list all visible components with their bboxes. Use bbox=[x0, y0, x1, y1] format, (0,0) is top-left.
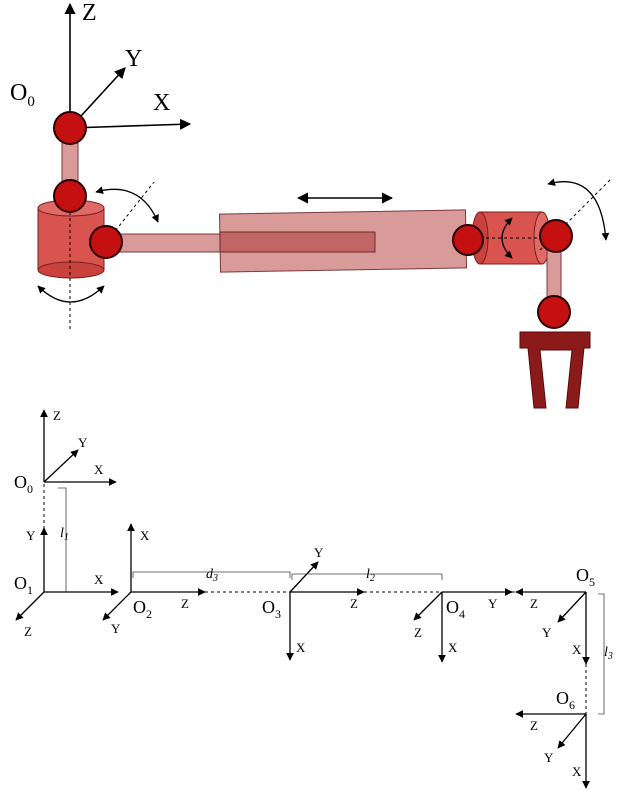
joint-o0 bbox=[53, 111, 87, 145]
l2-label: l2 bbox=[366, 567, 375, 584]
o5-z-label: Z bbox=[530, 596, 538, 611]
y-label: Y bbox=[125, 46, 142, 72]
o6-origin-label: O6 bbox=[556, 688, 575, 712]
origin-o0-label: O0 bbox=[10, 80, 35, 110]
o3-x-label: X bbox=[296, 640, 306, 655]
o3-origin-label: O3 bbox=[262, 597, 281, 621]
l3-label: l3 bbox=[604, 645, 613, 662]
d3-dimension bbox=[132, 571, 291, 578]
o4-z-axis bbox=[413, 591, 443, 621]
o0-y-label: Y bbox=[78, 435, 88, 450]
base-frame-axes: Z Y X O0 bbox=[10, 0, 192, 130]
o2-x-label: X bbox=[140, 528, 150, 543]
wrist-pitch-arrow bbox=[547, 178, 610, 241]
base-rotation-arrow bbox=[37, 285, 105, 303]
d3-label: d3 bbox=[206, 567, 218, 584]
o1-origin-label: O1 bbox=[14, 573, 33, 597]
wrist-roll-arrow bbox=[501, 217, 513, 259]
o6-z-label: Z bbox=[530, 718, 538, 733]
o3-y-label: Y bbox=[314, 545, 324, 560]
frame-o6: Z Y X O6 bbox=[515, 688, 590, 789]
joint-wrist-roll bbox=[452, 224, 484, 256]
frame-o1: Y X Z O1 bbox=[14, 527, 119, 639]
o2-y-axis bbox=[102, 591, 132, 621]
o4-z-label: Z bbox=[414, 625, 422, 640]
o5-y-label: Y bbox=[542, 625, 552, 640]
joint-wrist-pitch bbox=[539, 219, 573, 253]
shoulder-rotation-arrow bbox=[95, 186, 159, 223]
z-label: Z bbox=[82, 0, 97, 26]
o0-x-label: X bbox=[94, 462, 104, 477]
frame-o0: Z Y X O0 bbox=[14, 408, 117, 496]
o0-z-label: Z bbox=[53, 408, 61, 423]
o4-y-label: Y bbox=[488, 596, 498, 611]
o5-origin-label: O5 bbox=[576, 565, 595, 589]
o2-y-label: Y bbox=[111, 621, 121, 636]
x-axis-arrow bbox=[69, 118, 192, 130]
joint-shoulder bbox=[89, 225, 123, 259]
prismatic-inner-link bbox=[219, 231, 376, 253]
gripper bbox=[519, 331, 591, 409]
frame-o2: X Z Y O2 bbox=[102, 523, 206, 636]
link-2 bbox=[105, 233, 227, 253]
o1-y-label: Y bbox=[26, 528, 36, 543]
x-label: X bbox=[153, 90, 170, 116]
robot-arm bbox=[37, 111, 613, 409]
joint-1 bbox=[53, 179, 87, 213]
o1-z-label: Z bbox=[24, 624, 32, 639]
frame-o5: Z Y X O5 bbox=[515, 565, 595, 665]
l1-label: l1 bbox=[60, 526, 69, 543]
o6-y-axis bbox=[557, 713, 587, 749]
o1-x-label: X bbox=[94, 572, 104, 587]
l3-dimension bbox=[598, 593, 605, 715]
o4-origin-label: O4 bbox=[446, 597, 465, 621]
joint-gripper bbox=[537, 295, 571, 329]
o0-origin-label: O0 bbox=[14, 472, 33, 496]
o5-x-label: X bbox=[572, 642, 582, 657]
frame-o4: Y Z X O4 bbox=[413, 588, 513, 663]
o5-y-axis bbox=[557, 591, 587, 623]
frame-o3: Y Z X O3 bbox=[262, 545, 365, 661]
o0-y-axis bbox=[43, 449, 79, 483]
o2-origin-label: O2 bbox=[133, 597, 152, 621]
o3-y-axis bbox=[289, 561, 319, 593]
o3-z-label: Z bbox=[350, 596, 358, 611]
o1-z-axis bbox=[15, 591, 45, 621]
o4-x-label: X bbox=[448, 640, 458, 655]
l2-dimension bbox=[291, 573, 443, 580]
o6-x-label: X bbox=[572, 764, 582, 779]
o6-y-label: Y bbox=[544, 750, 554, 765]
o2-z-label: Z bbox=[181, 596, 189, 611]
